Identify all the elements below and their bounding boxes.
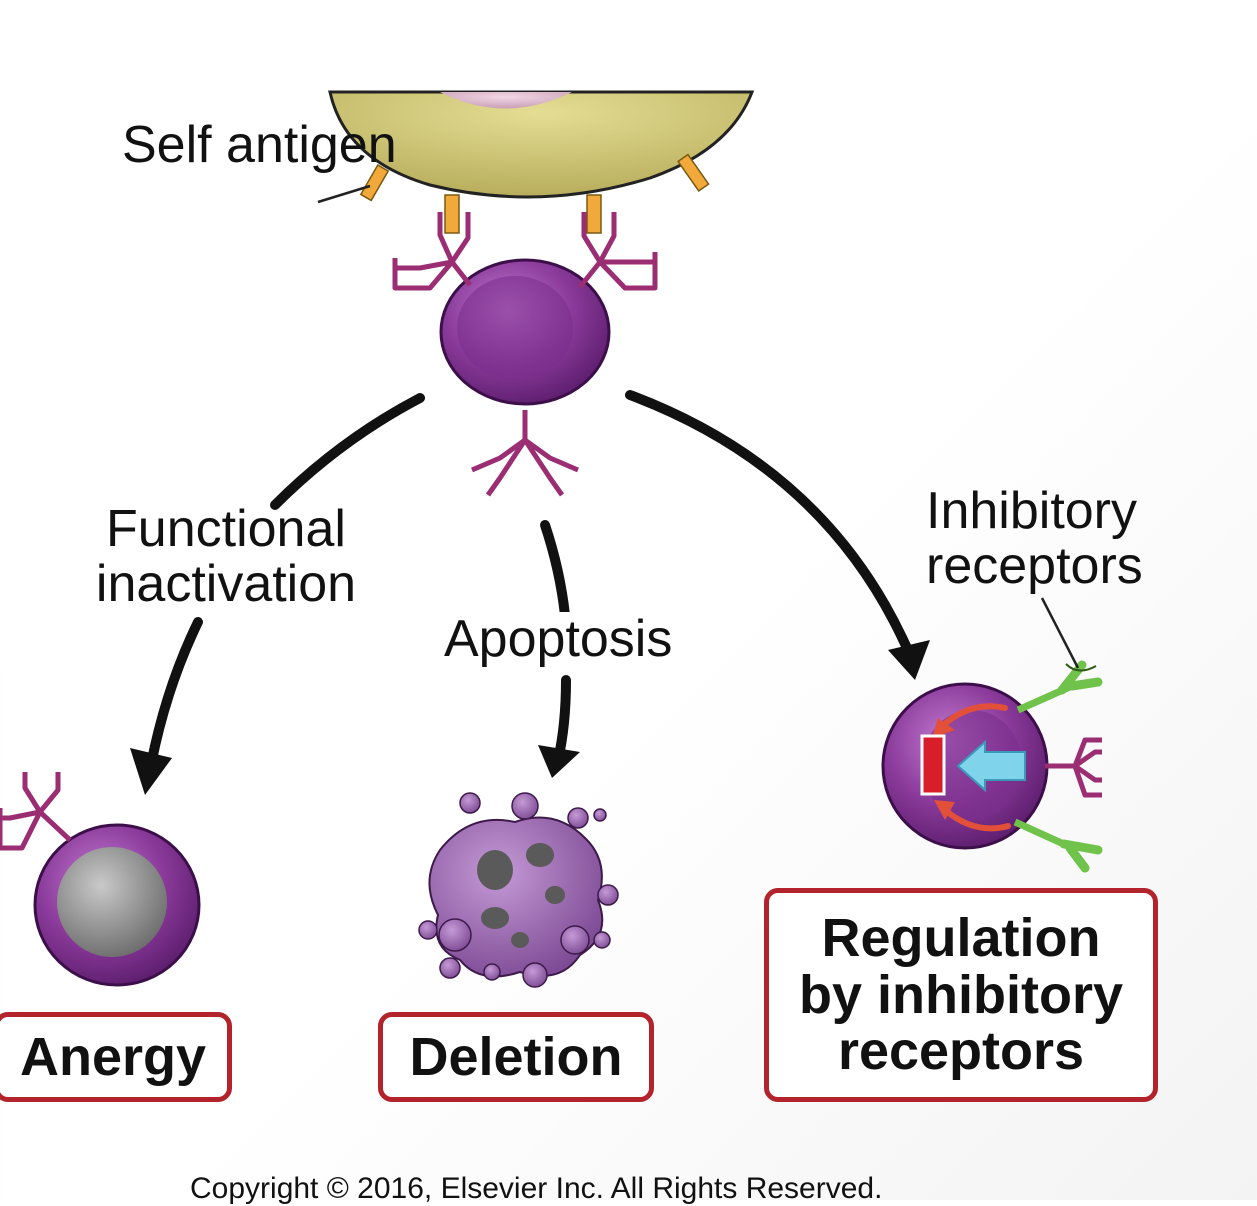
inhibitory-receptors-label: Inhibitory receptors <box>926 482 1143 595</box>
anergy-outcome: Anergy <box>0 1012 232 1102</box>
antigen-receptor-bottom <box>471 410 579 497</box>
pathway-arrows <box>145 390 915 775</box>
signal-arrow-icon <box>956 739 1026 793</box>
block-icon <box>920 734 946 796</box>
functional-inactivation-label: Functional inactivation <box>95 500 357 613</box>
arrow-to-regulation <box>625 390 915 660</box>
deletion-outcome: Deletion <box>378 1012 654 1102</box>
apoptotic-cell <box>418 792 619 988</box>
arrow-to-anergy-upper <box>270 393 425 510</box>
arrow-to-deletion-lower <box>553 675 571 765</box>
copyright-notice: Copyright © 2016, Elsevier Inc. All Righ… <box>190 1172 883 1205</box>
self-antigen-label: Self antigen <box>122 116 397 174</box>
inhibitory-receptor-bottom <box>1013 818 1103 873</box>
antigen-receptor-right <box>578 212 658 291</box>
anergic-cell-receptor <box>0 772 72 851</box>
arrowheads <box>130 640 930 795</box>
inhibitory-receptors-pointer <box>1040 597 1080 669</box>
antigen-receptor-regulated <box>1045 737 1102 798</box>
regulation-outcome: Regulation by inhibitory receptors <box>764 888 1158 1102</box>
anergic-cell <box>33 823 201 987</box>
signal-arrows <box>937 703 1011 832</box>
apoptosis-label: Apoptosis <box>440 612 677 667</box>
inhibitory-receptor-top <box>1016 660 1103 714</box>
signal-arrowheads <box>932 718 955 820</box>
arrow-to-deletion-upper <box>540 520 570 620</box>
self-antigen-markers <box>359 153 710 234</box>
arrow-to-anergy-lower <box>145 617 203 775</box>
self-antigen-pointer <box>317 184 371 204</box>
antigen-presenting-cell <box>328 90 755 199</box>
antigen-receptor-left <box>392 212 472 291</box>
lymphocyte-cell <box>439 258 611 406</box>
